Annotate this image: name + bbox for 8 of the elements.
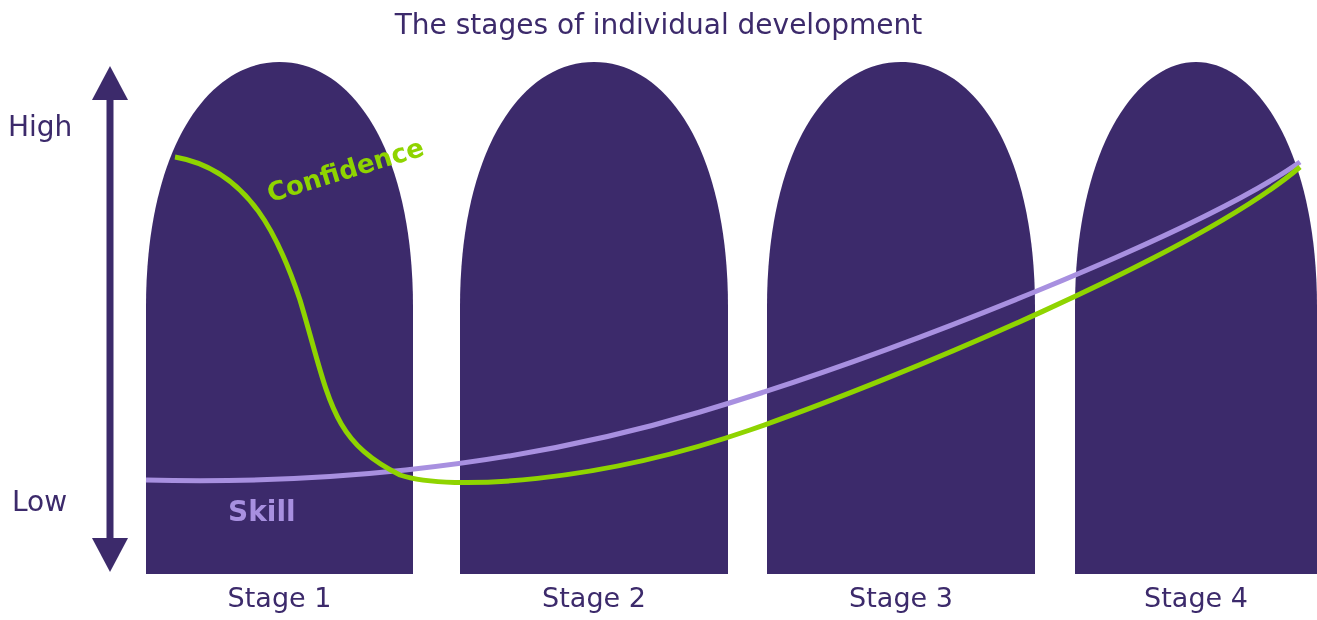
axis-label: Low	[12, 485, 68, 518]
chart-title: The stages of individual development	[393, 8, 924, 41]
curve-label: Skill	[228, 495, 296, 528]
axis-label: High	[8, 110, 73, 143]
stage-label: Stage 1	[226, 582, 333, 613]
stage-label: Stage 4	[1143, 582, 1249, 613]
stage-label: Stage 3	[848, 582, 954, 613]
stage-label: Stage 2	[541, 582, 647, 613]
